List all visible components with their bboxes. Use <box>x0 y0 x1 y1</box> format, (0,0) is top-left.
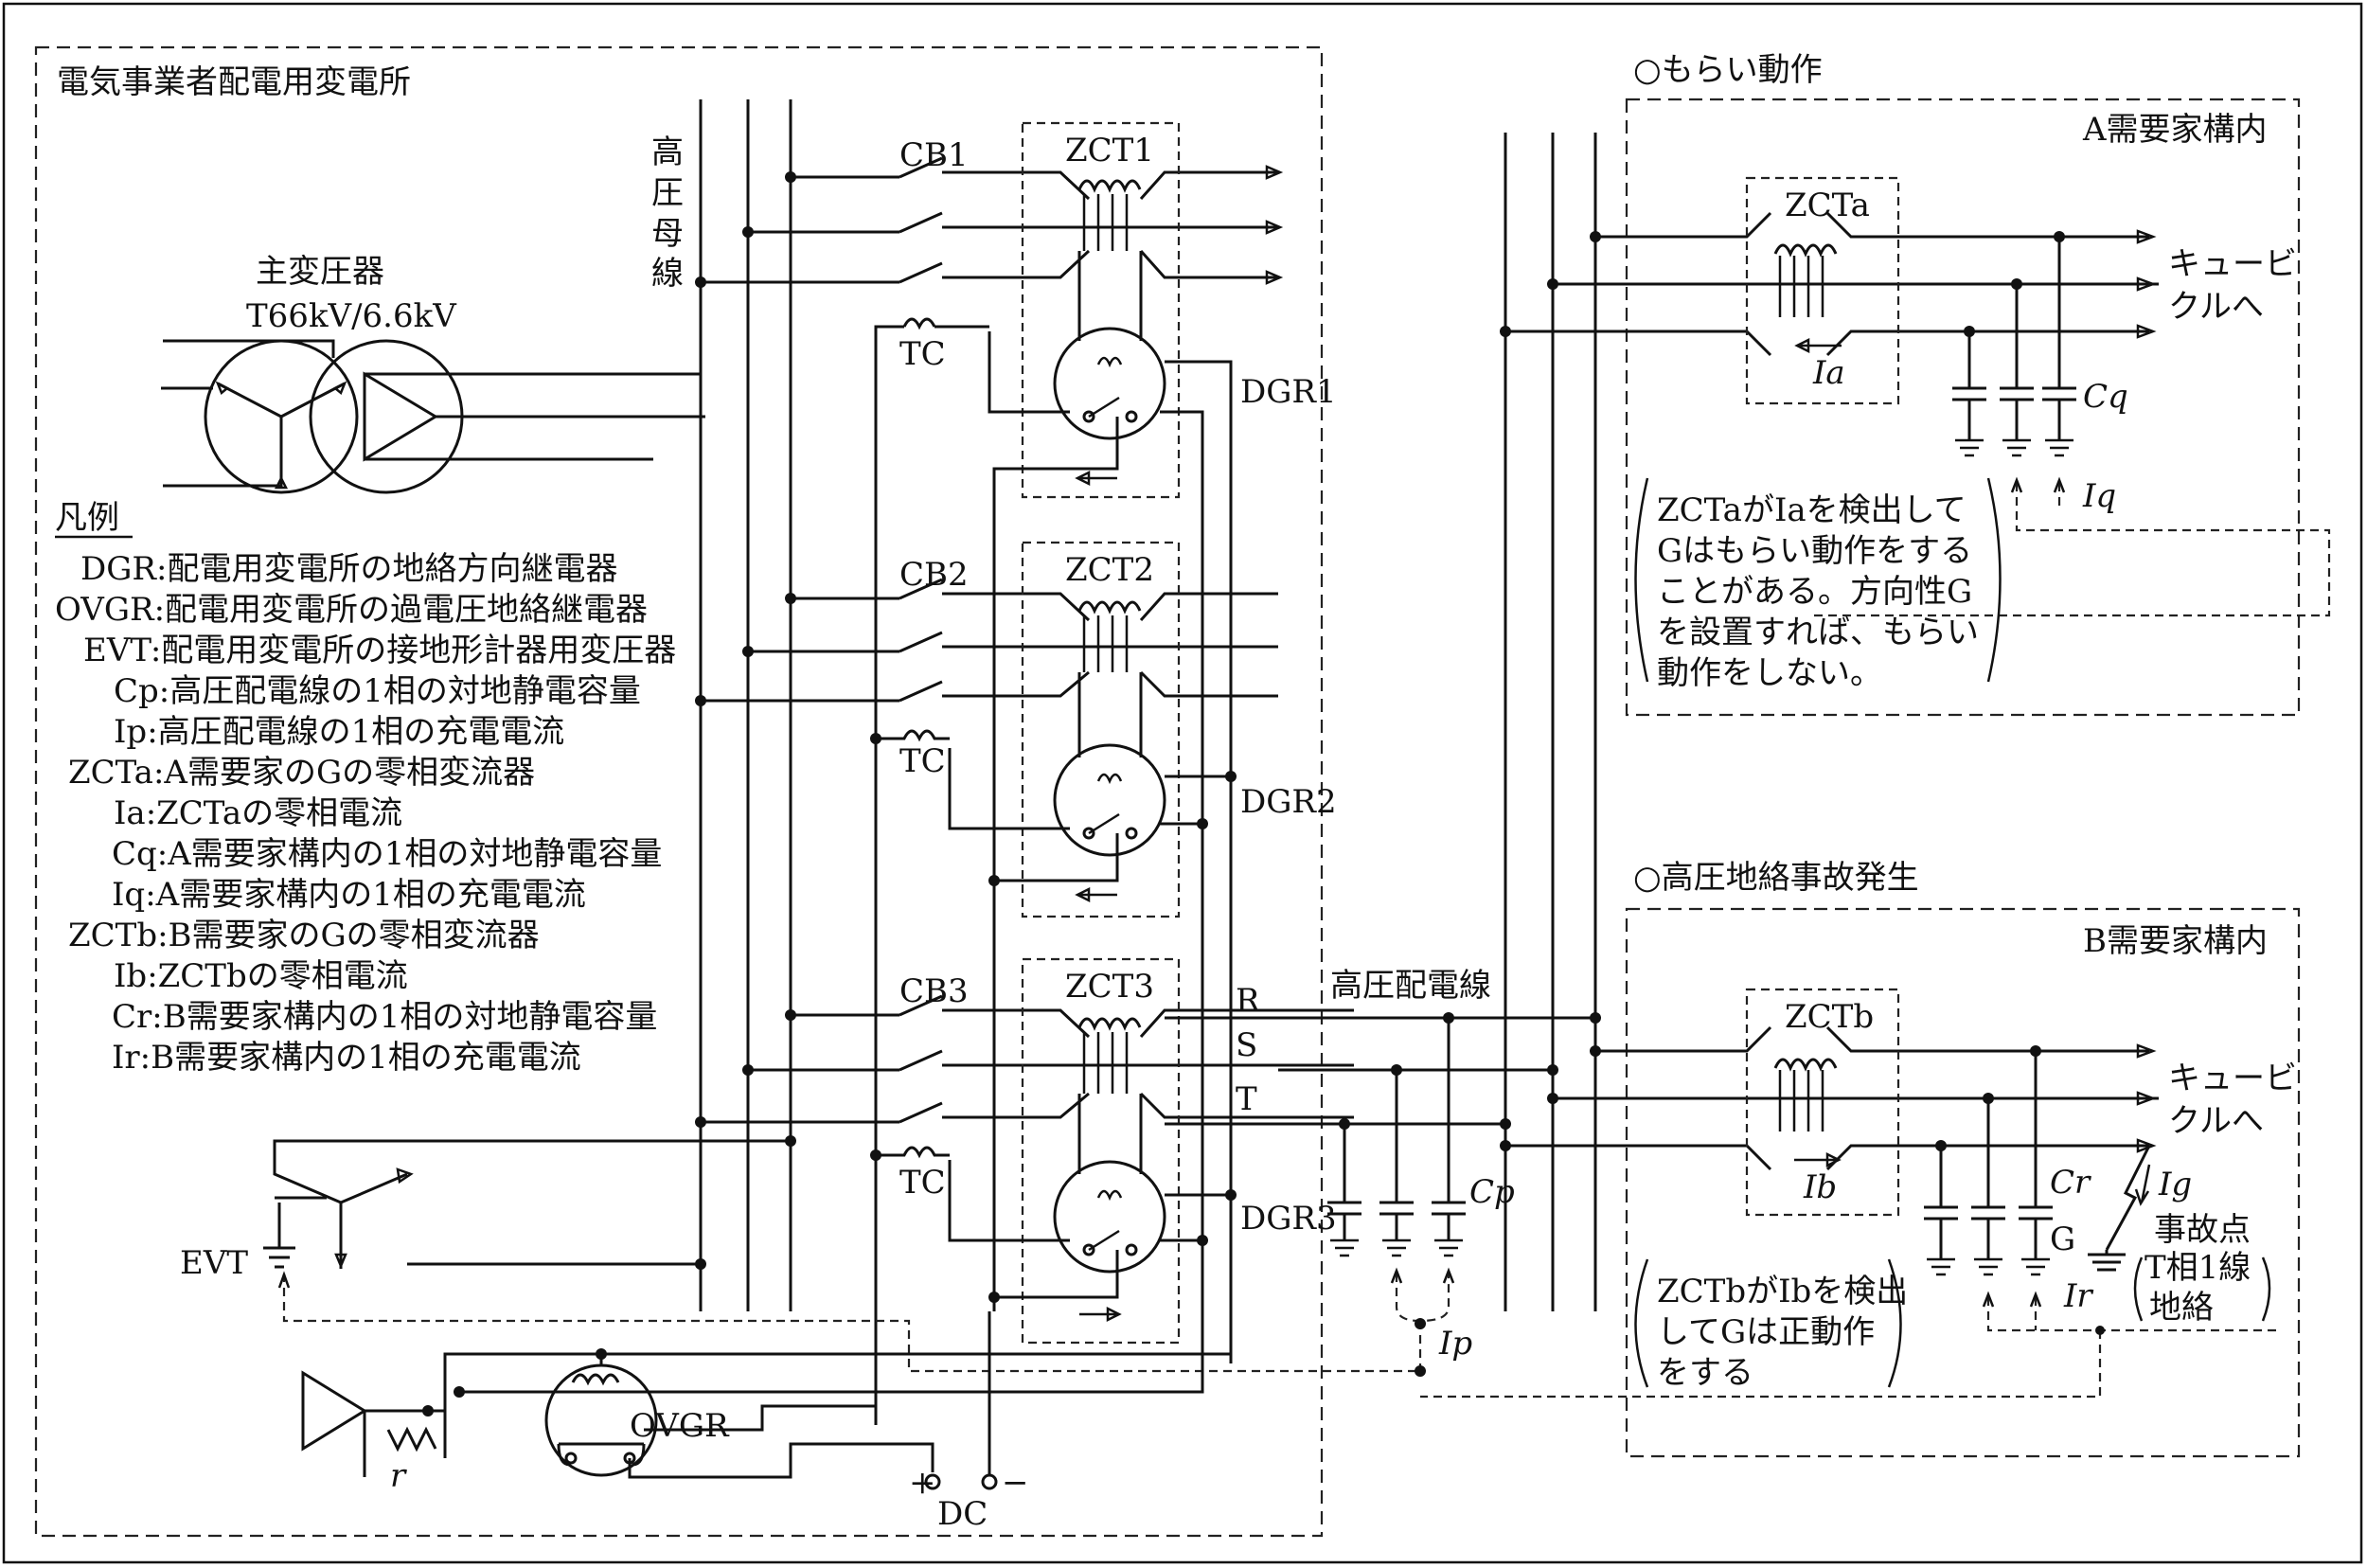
customer-a-box-title: A需要家構内 <box>2082 111 2268 149</box>
ir-label: Ir <box>2063 1277 2093 1315</box>
customer-b-to-cubicle-1: キュービ <box>2168 1060 2297 1097</box>
bus-dots <box>695 171 1237 1303</box>
cp-label: Cp <box>1469 1173 1515 1211</box>
legend: 凡例 DGR:配電用変電所の地絡方向継電器 OVGR:配電用変電所の過電圧地絡継… <box>55 499 676 1077</box>
evt-label: EVT <box>180 1244 248 1282</box>
ib-label: Ib <box>1803 1168 1837 1206</box>
bus-label-4: 線 <box>651 255 684 293</box>
cb1-label: CB1 <box>899 136 969 174</box>
customer-b-note-3: をする <box>1657 1354 1753 1392</box>
cq-label: Cq <box>2083 378 2128 416</box>
tc1-label: TC <box>899 335 946 373</box>
legend-item-evt: EVT:配電用変電所の接地形計器用変圧器 <box>83 632 676 669</box>
zct3-label: ZCT3 <box>1065 968 1154 1006</box>
fault-label-3: 地絡 <box>2149 1289 2214 1327</box>
dgr1-label: DGR1 <box>1240 373 1337 411</box>
customer-a-note-2: Gはもらい動作をする <box>1657 532 1972 570</box>
legend-item-cr: Cr:B需要家構内の1相の対地静電容量 <box>112 998 657 1036</box>
ovgr: OVGR r + − DC <box>301 1311 1231 1533</box>
legend-title: 凡例 <box>55 499 119 537</box>
substation-box <box>34 45 1324 1538</box>
customer-a-heading: ○もらい動作 <box>1633 51 1823 89</box>
customer-b-note-1: ZCTbがIbを検出 <box>1657 1273 1908 1310</box>
legend-item-ovgr: OVGR:配電用変電所の過電圧地絡継電器 <box>55 591 648 629</box>
phase-t-label: T <box>1236 1080 1257 1118</box>
legend-item-zcta: ZCTa:A需要家のGの零相変流器 <box>68 754 535 792</box>
customer-b-to-cubicle-2: クルへ <box>2168 1102 2264 1140</box>
legend-item-ib: Ib:ZCTbの零相電流 <box>114 957 408 995</box>
customer-a-note-5: 動作をしない。 <box>1657 654 1882 692</box>
line-title: 高圧配電線 <box>1330 967 1491 1005</box>
zctb-box <box>1745 988 1900 1217</box>
ovgr-label: OVGR <box>630 1407 730 1445</box>
cr-label: Cr <box>2050 1164 2091 1202</box>
zct2-box <box>1021 541 1181 918</box>
legend-item-ir: Ir:B需要家構内の1相の充電電流 <box>112 1039 581 1077</box>
dc-minus: − <box>1002 1464 1029 1502</box>
feeder-3: CB3 ZCT3 DGR3 TC <box>701 957 1354 1345</box>
feeder-2: CB2 ZCT2 DGR2 TC <box>701 541 1337 918</box>
dgr3-label: DGR3 <box>1240 1200 1337 1238</box>
customer-a-note-1: ZCTaがIaを検出して <box>1657 491 1967 529</box>
bus-label-1: 高 <box>651 134 684 171</box>
transformer-title: 主変圧器 <box>256 253 384 291</box>
tc3-label: TC <box>899 1164 946 1202</box>
legend-item-iq: Iq:A需要家構内の1相の充電電流 <box>112 876 586 914</box>
customer-a-to-cubicle-1: キュービ <box>2168 245 2297 283</box>
zct1-label: ZCT1 <box>1065 132 1154 169</box>
phase-s-label: S <box>1236 1026 1257 1064</box>
ip-label: Ip <box>1438 1325 1472 1363</box>
fault-label-2: T相1線 <box>2145 1249 2251 1287</box>
zctb-label: ZCTb <box>1785 998 1874 1036</box>
zct1-box <box>1021 121 1181 499</box>
cb3-label: CB3 <box>899 972 969 1010</box>
customer-b-heading: ○高圧地絡事故発生 <box>1633 859 1919 897</box>
tc2-label: TC <box>899 742 946 780</box>
ia-label: Ia <box>1812 354 1845 392</box>
transformer-rating: T66kV/6.6kV <box>246 297 457 335</box>
customer-a-note-3: ことがある。方向性G <box>1657 573 1972 611</box>
evt: EVT <box>180 1139 1420 1373</box>
bus-label-2: 圧 <box>651 174 684 212</box>
resistor-r-label: r <box>390 1457 407 1495</box>
main-transformer: 主変圧器 T66kV/6.6kV <box>161 253 705 494</box>
phase-r-label: R <box>1236 982 1261 1020</box>
legend-item-ip: Ip:高圧配電線の1相の充電電流 <box>114 713 564 751</box>
feeder-1: CB1 ZCT1 DGR1 TC <box>701 121 1337 1425</box>
customer-b-box-title: B需要家構内 <box>2083 922 2268 960</box>
customer-a: ○もらい動作 A需要家構内 ZCTa Ia Cq Iq キュービ クルへ ZCT… <box>1500 51 2331 717</box>
cb2-label: CB2 <box>899 556 969 594</box>
zcta-label: ZCTa <box>1785 187 1870 224</box>
dc-plus: + <box>909 1464 936 1502</box>
customer-b-note-2: してGは正動作 <box>1657 1313 1875 1351</box>
legend-item-cq: Cq:A需要家構内の1相の対地静電容量 <box>112 835 662 873</box>
fault-label-1: 事故点 <box>2154 1211 2251 1249</box>
distribution-line: R S T 高圧配電線 Cp Ip <box>1165 133 1601 1377</box>
customer-a-box <box>1625 98 2301 717</box>
legend-item-cp: Cp:高圧配電線の1相の対地静電容量 <box>114 672 641 710</box>
zct2-label: ZCT2 <box>1065 551 1154 589</box>
substation-title: 電気事業者配電用変電所 <box>57 63 411 101</box>
ig-label: Ig <box>2158 1166 2192 1203</box>
zcta-box <box>1745 176 1900 405</box>
customer-b-box <box>1625 907 2301 1458</box>
dgr2-label: DGR2 <box>1240 783 1337 821</box>
customer-b: ○高圧地絡事故発生 B需要家構内 ZCTb Ib Cr Ig G 事故点 T相1… <box>1420 859 2301 1458</box>
dc-label: DC <box>937 1495 988 1533</box>
bus-label-3: 母 <box>651 215 684 253</box>
legend-item-dgr: DGR:配電用変電所の地絡方向継電器 <box>80 550 617 588</box>
customer-a-note-4: を設置すれば、もらい <box>1657 614 1979 651</box>
zct3-box <box>1021 957 1181 1345</box>
legend-item-ia: Ia:ZCTaの零相電流 <box>114 794 402 832</box>
iq-label: Iq <box>2082 477 2116 515</box>
g-label: G <box>2050 1221 2075 1258</box>
legend-item-zctb: ZCTb:B需要家のGの零相変流器 <box>68 917 540 954</box>
customer-a-to-cubicle-2: クルへ <box>2168 288 2264 326</box>
